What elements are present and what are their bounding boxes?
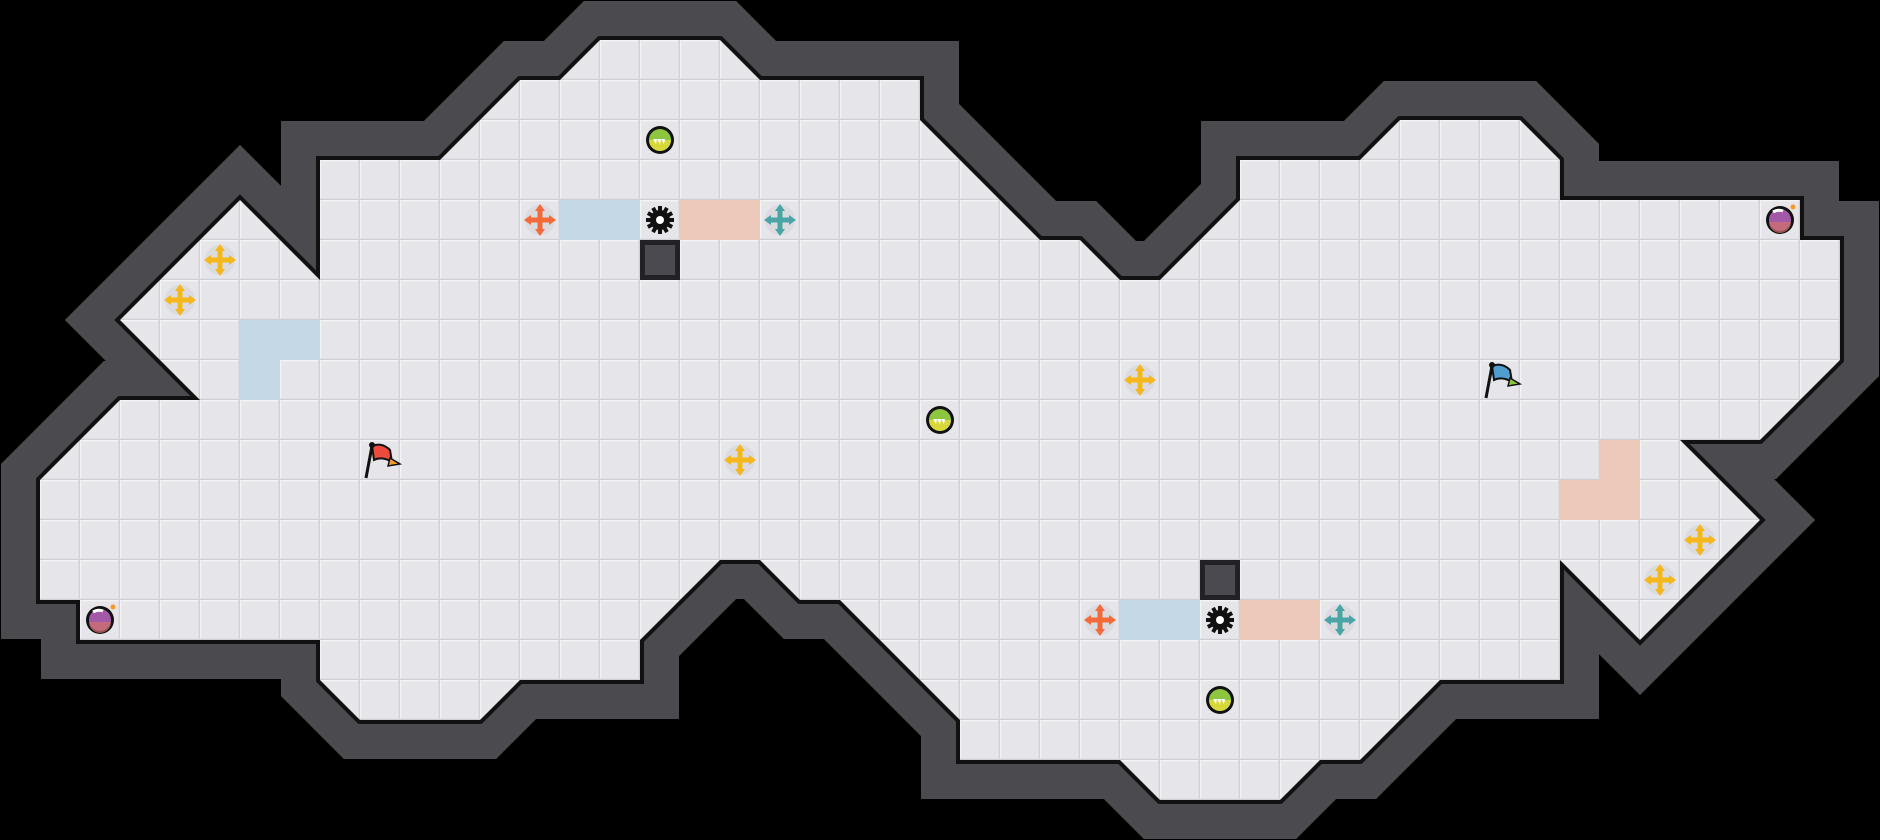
peach-tiles	[680, 200, 1640, 640]
green-orb-icon[interactable]	[646, 126, 674, 154]
blue-tile	[1160, 600, 1200, 640]
green-orb-icon[interactable]	[926, 406, 954, 434]
peach-tile	[1600, 480, 1640, 520]
green-orb-icon[interactable]	[1206, 686, 1234, 714]
stone-block[interactable]	[640, 240, 680, 280]
peach-tile	[1280, 600, 1320, 640]
blue-tile	[600, 200, 640, 240]
blue-tile	[1120, 600, 1160, 640]
peach-tile	[680, 200, 720, 240]
peach-tile	[1560, 480, 1600, 520]
blue-flag-icon[interactable]	[1484, 360, 1523, 400]
blue-tile	[240, 360, 280, 400]
peach-tile	[1240, 600, 1280, 640]
stone-block[interactable]	[1200, 560, 1240, 600]
red-flag-icon[interactable]	[364, 440, 403, 480]
peach-tile	[720, 200, 760, 240]
blue-tile	[560, 200, 600, 240]
blue-tile	[240, 320, 280, 360]
blue-tiles	[240, 200, 1200, 640]
blue-tile	[280, 320, 320, 360]
peach-tile	[1600, 440, 1640, 480]
